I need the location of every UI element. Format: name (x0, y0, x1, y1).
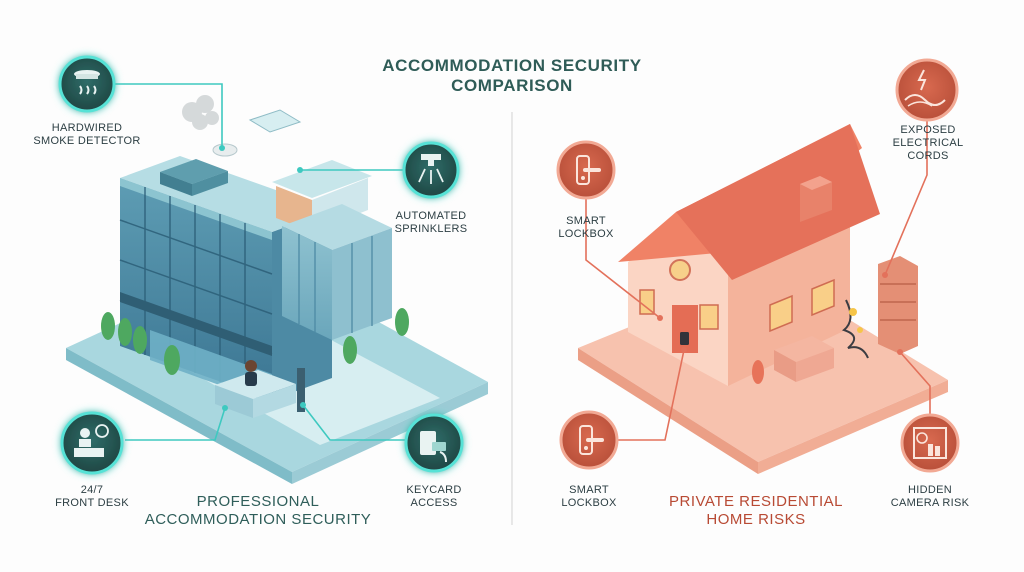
house-door (672, 305, 698, 353)
label-sprinklers: AUTOMATED SPRINKLERS (376, 210, 486, 236)
roof-smoke-detector (212, 143, 238, 157)
keycard-reader (297, 368, 305, 412)
label-lockbox-bottom: SMART LOCKBOX (549, 484, 629, 510)
label-camera-line2: CAMERA RISK (890, 497, 970, 510)
residential-heading-line1: PRIVATE RESIDENTIAL (669, 493, 843, 510)
professional-heading-line1: PROFESSIONAL (196, 493, 320, 510)
label-exposed-cords: EXPOSED ELECTRICAL CORDS (882, 124, 974, 164)
residential-heading-line2: HOME RISKS (706, 511, 806, 528)
label-cords-line2: ELECTRICAL (892, 137, 964, 150)
label-hidden-camera: HIDDEN CAMERA RISK (876, 484, 984, 510)
label-front-desk: 24/7 FRONT DESK (42, 484, 142, 510)
smoke-puff (182, 95, 219, 130)
exposed-cord-icon (895, 58, 959, 122)
house-illustration (578, 124, 948, 474)
smart-lock-top-icon (556, 140, 616, 200)
label-lockbox-bottom-line2: LOCKBOX (561, 497, 617, 510)
door-lockbox (680, 332, 689, 345)
label-sprinkler-line2: SPRINKLERS (394, 223, 468, 236)
label-sprinkler-line1: AUTOMATED (395, 210, 467, 222)
main-title-line2: COMPARISON (451, 76, 573, 96)
label-keycard: KEYCARD ACCESS (392, 484, 476, 510)
label-smoke-line2: SMOKE DETECTOR (33, 135, 141, 148)
label-keycard-line1: KEYCARD (406, 484, 462, 496)
label-desk-line2: FRONT DESK (55, 497, 129, 510)
label-lockbox-top-line1: SMART (566, 215, 606, 227)
label-lockbox-top: SMART LOCKBOX (546, 215, 626, 241)
label-smoke-detector: HARDWIRED SMOKE DETECTOR (22, 122, 152, 148)
professional-heading: PROFESSIONAL ACCOMMODATION SECURITY (130, 493, 386, 529)
residential-heading: PRIVATE RESIDENTIAL HOME RISKS (656, 493, 856, 529)
hidden-camera-icon (900, 413, 960, 473)
sprinkler-icon (402, 141, 460, 199)
label-lockbox-bottom-line1: SMART (569, 484, 609, 496)
front-desk-icon (60, 411, 124, 475)
smart-lock-bottom-icon (559, 410, 619, 470)
label-cords-line3: CORDS (907, 150, 949, 163)
professional-heading-line2: ACCOMMODATION SECURITY (144, 511, 372, 528)
bookshelf (878, 256, 918, 354)
label-keycard-line2: ACCESS (410, 497, 458, 510)
main-title-line1: ACCOMMODATION SECURITY (382, 56, 642, 75)
label-smoke-line1: HARDWIRED (51, 122, 123, 134)
label-lockbox-top-line2: LOCKBOX (558, 228, 614, 241)
receptionist (245, 360, 257, 372)
keycard-icon (404, 413, 464, 473)
label-desk-line1: 24/7 (80, 484, 104, 496)
smoke-detector-icon (58, 55, 116, 113)
label-cords-line1: EXPOSED (900, 124, 956, 136)
label-camera-line1: HIDDEN (908, 484, 952, 496)
teal-connector-lines (110, 83, 408, 441)
main-title: ACCOMMODATION SECURITY COMPARISON (352, 56, 672, 97)
tangled-cords (841, 299, 869, 359)
